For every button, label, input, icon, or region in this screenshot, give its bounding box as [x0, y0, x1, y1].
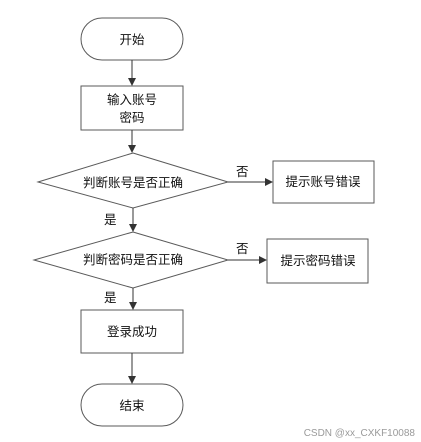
start-label: 开始 [119, 32, 145, 47]
login-node [80, 309, 184, 354]
decision2-yes-label: 是 [104, 290, 117, 305]
decision1-label: 判断账号是否正确 [83, 175, 183, 190]
decision1-yes-label: 是 [104, 212, 117, 227]
decision2-label: 判断密码是否正确 [83, 252, 183, 267]
decision2-no-label: 否 [236, 241, 249, 256]
input-label-line1: 输入账号 [107, 92, 157, 107]
end-node [80, 383, 184, 427]
error2-label: 提示密码错误 [280, 253, 356, 268]
watermark: CSDN @xx_CXKF10088 [303, 428, 415, 439]
error2-node [266, 238, 369, 284]
end-label: 结束 [119, 398, 145, 413]
input-label-line2: 密码 [119, 110, 144, 125]
error1-node [272, 160, 375, 204]
login-label: 登录成功 [107, 324, 157, 339]
error1-label: 提示账号错误 [285, 174, 361, 189]
input-node [80, 85, 184, 131]
decision1-no-label: 否 [236, 164, 249, 179]
